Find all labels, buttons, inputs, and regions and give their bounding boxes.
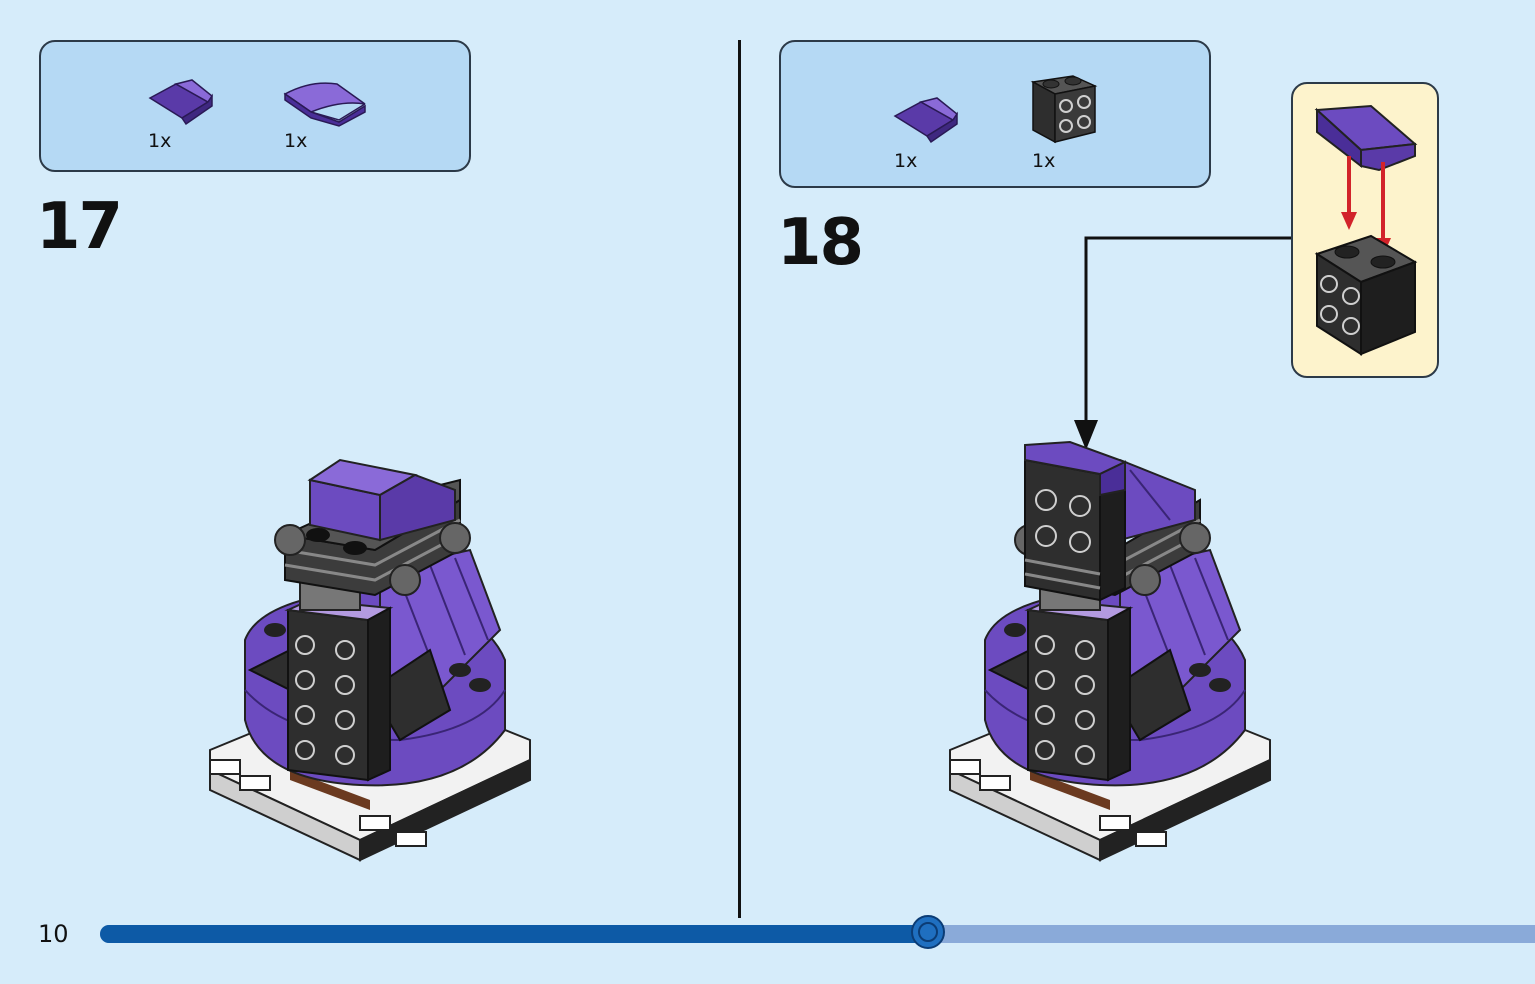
black-brick-part-icon (1030, 75, 1098, 144)
part-quantity: 1x (1032, 150, 1056, 172)
progress-bar (100, 915, 1535, 949)
progress-bar-fill (100, 925, 928, 943)
part-quantity: 1x (894, 150, 918, 172)
purple-slope-part-icon (148, 79, 214, 126)
purple-slope-part-icon (893, 97, 959, 144)
callout-connector-arrow (1074, 236, 1291, 450)
step-17-model-illustration (209, 458, 531, 862)
part-quantity: 1x (148, 130, 172, 152)
step-18-parts-box: 1x 1x (779, 40, 1211, 188)
page-divider (738, 40, 741, 918)
page-number: 10 (38, 920, 69, 948)
step-number: 17 (36, 190, 123, 264)
purple-curved-slope-part-icon (283, 82, 366, 127)
sub-assembly-illustration (1314, 104, 1418, 356)
part-quantity: 1x (284, 130, 308, 152)
step-18-model-illustration (949, 440, 1271, 862)
step-number: 18 (777, 206, 864, 280)
step-17-parts-box: 1x 1x (39, 40, 471, 172)
progress-indicator-knob (911, 915, 945, 949)
sub-assembly-callout (1291, 82, 1439, 378)
